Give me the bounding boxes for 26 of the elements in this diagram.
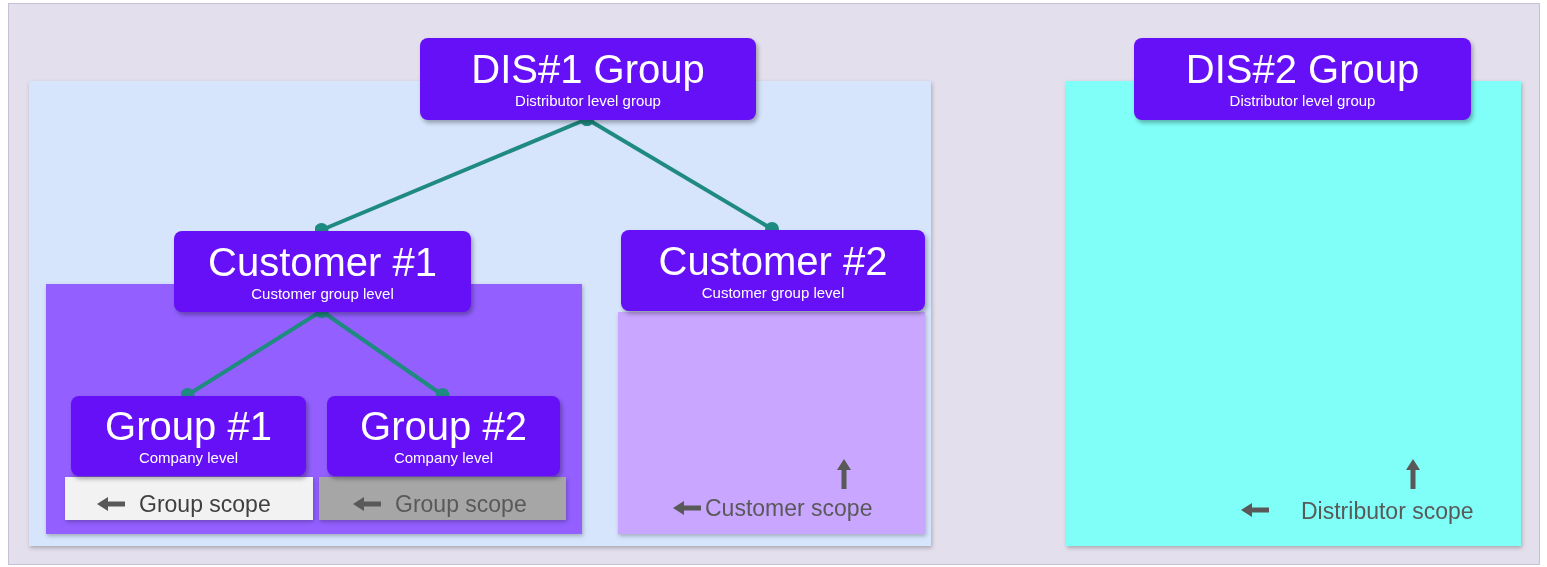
- level-label: Company level: [393, 448, 494, 468]
- group-title: Customer #1: [208, 239, 437, 284]
- level-label: Customer group level: [251, 283, 394, 304]
- scope-label: Customer scope: [705, 494, 873, 522]
- level-label: Company level: [138, 448, 239, 468]
- group-title: Group #1: [105, 404, 272, 448]
- level-label: Distributor level group: [1229, 91, 1376, 111]
- group-box: [1134, 38, 1471, 120]
- group-box: [71, 396, 306, 476]
- level-label: Customer group level: [701, 282, 845, 303]
- scope-panel: [65, 477, 313, 520]
- scope-label: Distributor scope: [1301, 497, 1474, 525]
- group-title: DIS#2 Group: [1185, 47, 1420, 91]
- scope-label: Group scope: [139, 490, 271, 518]
- group-box: [327, 396, 560, 476]
- group-box: [621, 230, 925, 311]
- group-title: DIS#1 Group: [471, 47, 705, 91]
- group-title: Customer #2: [658, 238, 888, 283]
- scope-label: Group scope: [395, 490, 527, 518]
- scope-panel: [319, 477, 566, 520]
- group-title: Group #2: [360, 404, 527, 448]
- group-box: [420, 38, 756, 120]
- level-label: Distributor level group: [515, 91, 661, 111]
- group-box: [174, 231, 471, 312]
- scope-panel: [618, 312, 925, 534]
- scope-area: [46, 284, 582, 534]
